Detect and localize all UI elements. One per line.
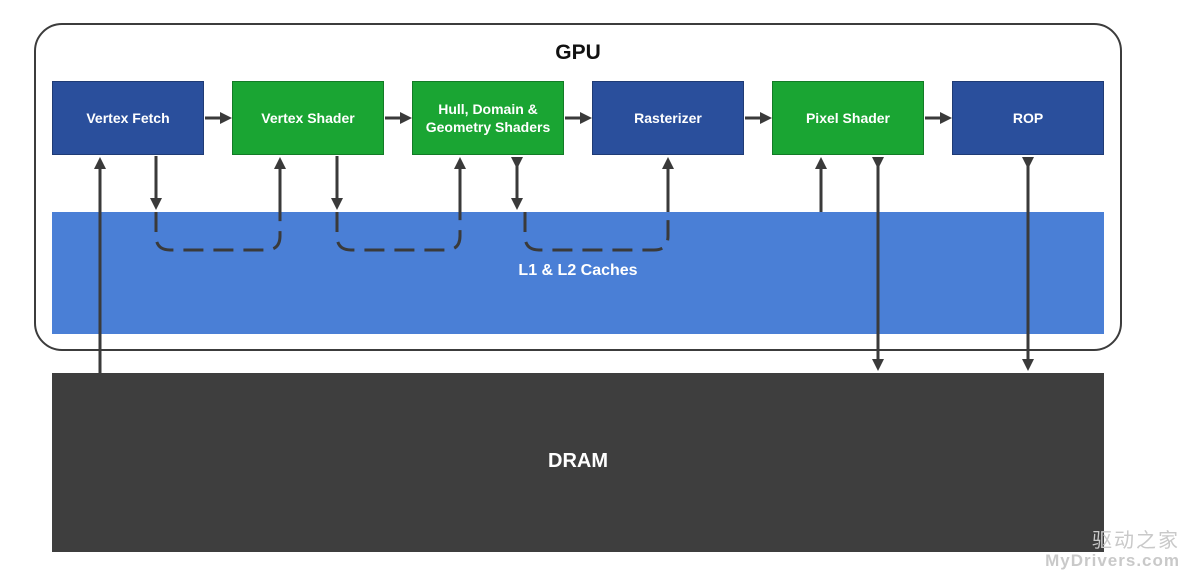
stage-hull-domain-geometry-shaders: Hull, Domain & Geometry Shaders	[412, 81, 564, 155]
stage-vertex-fetch: Vertex Fetch	[52, 81, 204, 155]
stage-vertex-shader: Vertex Shader	[232, 81, 384, 155]
dram-block	[52, 373, 1104, 552]
stage-rop: ROP	[952, 81, 1104, 155]
stage-rasterizer: Rasterizer	[592, 81, 744, 155]
stage-pixel-shader: Pixel Shader	[772, 81, 924, 155]
gpu-title: GPU	[555, 41, 601, 64]
watermark-url: MyDrivers.com	[1045, 551, 1180, 570]
watermark: 驱动之家 MyDrivers.com	[1045, 530, 1180, 570]
dram-label: DRAM	[548, 450, 608, 472]
cache-path-1	[154, 212, 282, 252]
watermark-logo-text: 驱动之家	[1092, 530, 1180, 552]
cache-label: L1 & L2 Caches	[518, 262, 638, 279]
cache-path-2	[335, 212, 462, 252]
l1-l2-cache-block	[52, 212, 1104, 334]
cache-path-3	[523, 212, 670, 252]
